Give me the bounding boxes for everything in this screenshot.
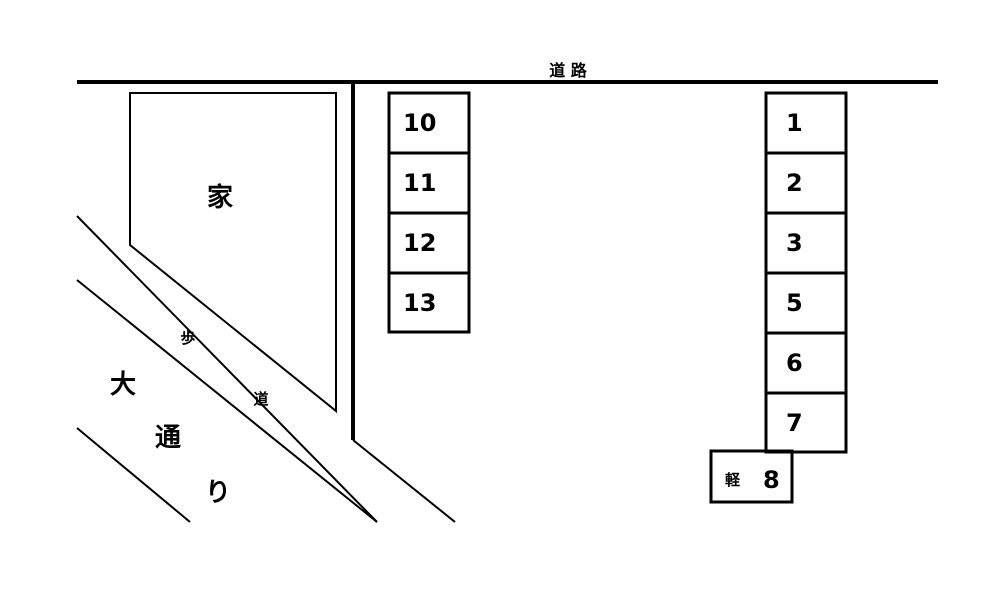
house-label: 家 [207, 182, 233, 213]
space-number: 6 [786, 349, 803, 377]
kei-car-space: 軽 8 [709, 449, 794, 504]
space-number: 8 [763, 466, 780, 494]
left-space-column: 10 11 12 13 [387, 91, 471, 334]
right-space-column: 1 2 3 5 6 7 [764, 91, 848, 454]
parking-space [764, 91, 848, 155]
space-number: 12 [403, 229, 436, 257]
boundary-diagonal-line [352, 439, 456, 523]
sidewalk-label-do: 道 [253, 390, 268, 408]
parking-space-kei [709, 449, 794, 504]
parking-space [764, 331, 848, 395]
kei-label: 軽 [725, 471, 741, 489]
parking-space [764, 151, 848, 215]
avenue-label-too: 通 [155, 423, 181, 453]
space-number: 1 [786, 109, 803, 137]
avenue-label-ri: り [205, 478, 231, 508]
sidewalk-outer-line [76, 215, 378, 523]
space-number: 5 [786, 289, 803, 317]
space-number: 2 [786, 169, 803, 197]
space-number: 13 [403, 289, 436, 317]
road-label: 道 路 [549, 61, 588, 80]
avenue-label-dai: 大 [110, 370, 136, 400]
space-number: 11 [403, 169, 436, 197]
space-number: 7 [786, 409, 803, 437]
parking-space [764, 391, 848, 454]
space-number: 3 [786, 229, 803, 257]
house-outline [129, 92, 337, 414]
parking-space [764, 271, 848, 335]
parking-space [764, 211, 848, 275]
sidewalk-label-ho: 歩 [180, 329, 195, 347]
parking-space [387, 271, 471, 334]
space-number: 10 [403, 109, 436, 137]
avenue-edge-line [76, 427, 191, 523]
sidewalk-inner-line [76, 279, 378, 523]
